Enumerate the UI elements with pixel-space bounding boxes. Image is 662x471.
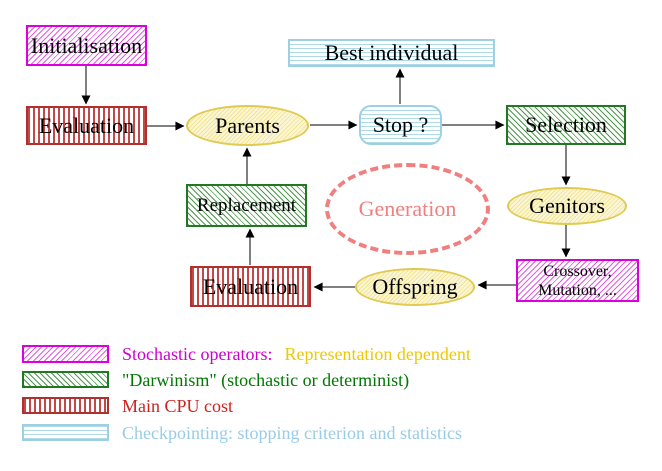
node-genitors: Genitors xyxy=(507,187,627,225)
node-genitors-label: Genitors xyxy=(529,193,605,218)
node-offspring-label: Offspring xyxy=(372,274,458,299)
node-generation-label: Generation xyxy=(358,196,457,221)
node-crossover-mutation: Crossover, Mutation, ... xyxy=(516,259,639,302)
node-crossover-line2: Mutation, ... xyxy=(538,281,617,299)
node-evaluation-bottom: Evaluation xyxy=(190,266,311,307)
legend-row-main-cpu-cost: Main CPU cost xyxy=(122,396,233,416)
legend-swatch-checkpointing xyxy=(22,424,109,441)
node-crossover-line1: Crossover, xyxy=(543,262,612,280)
node-evaluation-top: Evaluation xyxy=(26,106,147,145)
node-stop-label: Stop ? xyxy=(372,112,429,137)
node-replacement: Replacement xyxy=(186,184,307,227)
legend-swatch-stochastic-operators xyxy=(22,345,109,363)
node-initialisation-label: Initialisation xyxy=(30,32,143,58)
legend-row-stochastic-operators: Stochastic operators: Representation depe… xyxy=(122,344,471,364)
legend-label-stochastic-operators: Stochastic operators: xyxy=(122,344,273,364)
node-generation: Generation xyxy=(325,163,490,255)
node-replacement-label: Replacement xyxy=(196,194,297,216)
node-parents-label: Parents xyxy=(215,112,280,138)
legend-swatch-main-cpu-cost xyxy=(22,397,109,414)
legend-label-representation-dependent: Representation dependent xyxy=(284,344,471,364)
node-selection-label: Selection xyxy=(525,112,607,137)
node-selection: Selection xyxy=(506,105,626,145)
legend-label-checkpointing: Checkpointing: stopping criterion and st… xyxy=(122,423,462,443)
legend-label-darwinism: "Darwinism" (stochastic or determinist) xyxy=(122,370,410,390)
node-offspring: Offspring xyxy=(355,268,475,306)
node-stop: Stop ? xyxy=(359,105,442,145)
node-best-individual: Best individual xyxy=(288,39,495,67)
node-best-individual-label: Best individual xyxy=(324,40,459,65)
node-parents: Parents xyxy=(186,105,309,146)
legend-row-darwinism: "Darwinism" (stochastic or determinist) xyxy=(122,370,409,390)
legend-swatch-darwinism xyxy=(22,371,109,388)
node-initialisation: Initialisation xyxy=(26,25,147,66)
node-evaluation-bottom-label: Evaluation xyxy=(202,273,299,299)
node-evaluation-top-label: Evaluation xyxy=(38,112,135,138)
legend-row-checkpointing: Checkpointing: stopping criterion and st… xyxy=(122,423,462,443)
legend-label-main-cpu-cost: Main CPU cost xyxy=(122,396,234,416)
